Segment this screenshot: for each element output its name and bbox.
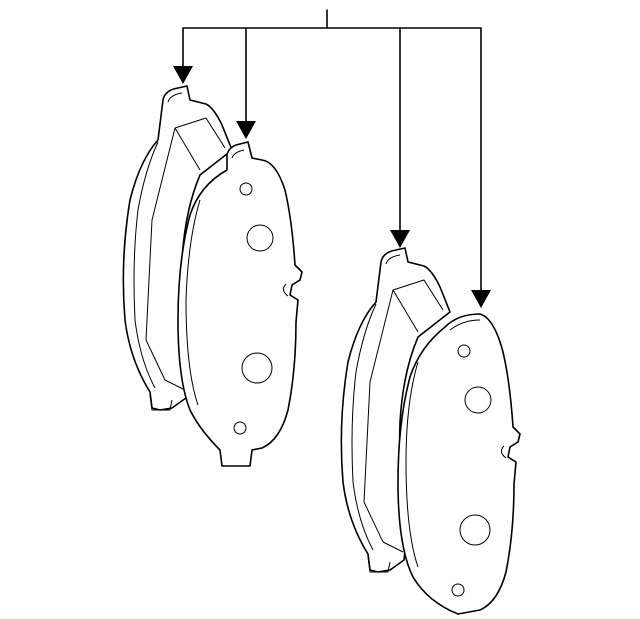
arrow-icon xyxy=(471,290,491,308)
brake-pad-set-1 xyxy=(122,85,303,467)
brake-pad-inner xyxy=(340,247,451,573)
arrow-icon xyxy=(390,230,410,248)
arrow-icon xyxy=(173,66,193,84)
brake-pad-set-2 xyxy=(340,247,521,615)
arrow-icon xyxy=(236,121,256,139)
brake-pad-outer xyxy=(397,313,521,615)
callout-leader xyxy=(173,9,491,308)
brake-pad-outer xyxy=(177,141,303,467)
